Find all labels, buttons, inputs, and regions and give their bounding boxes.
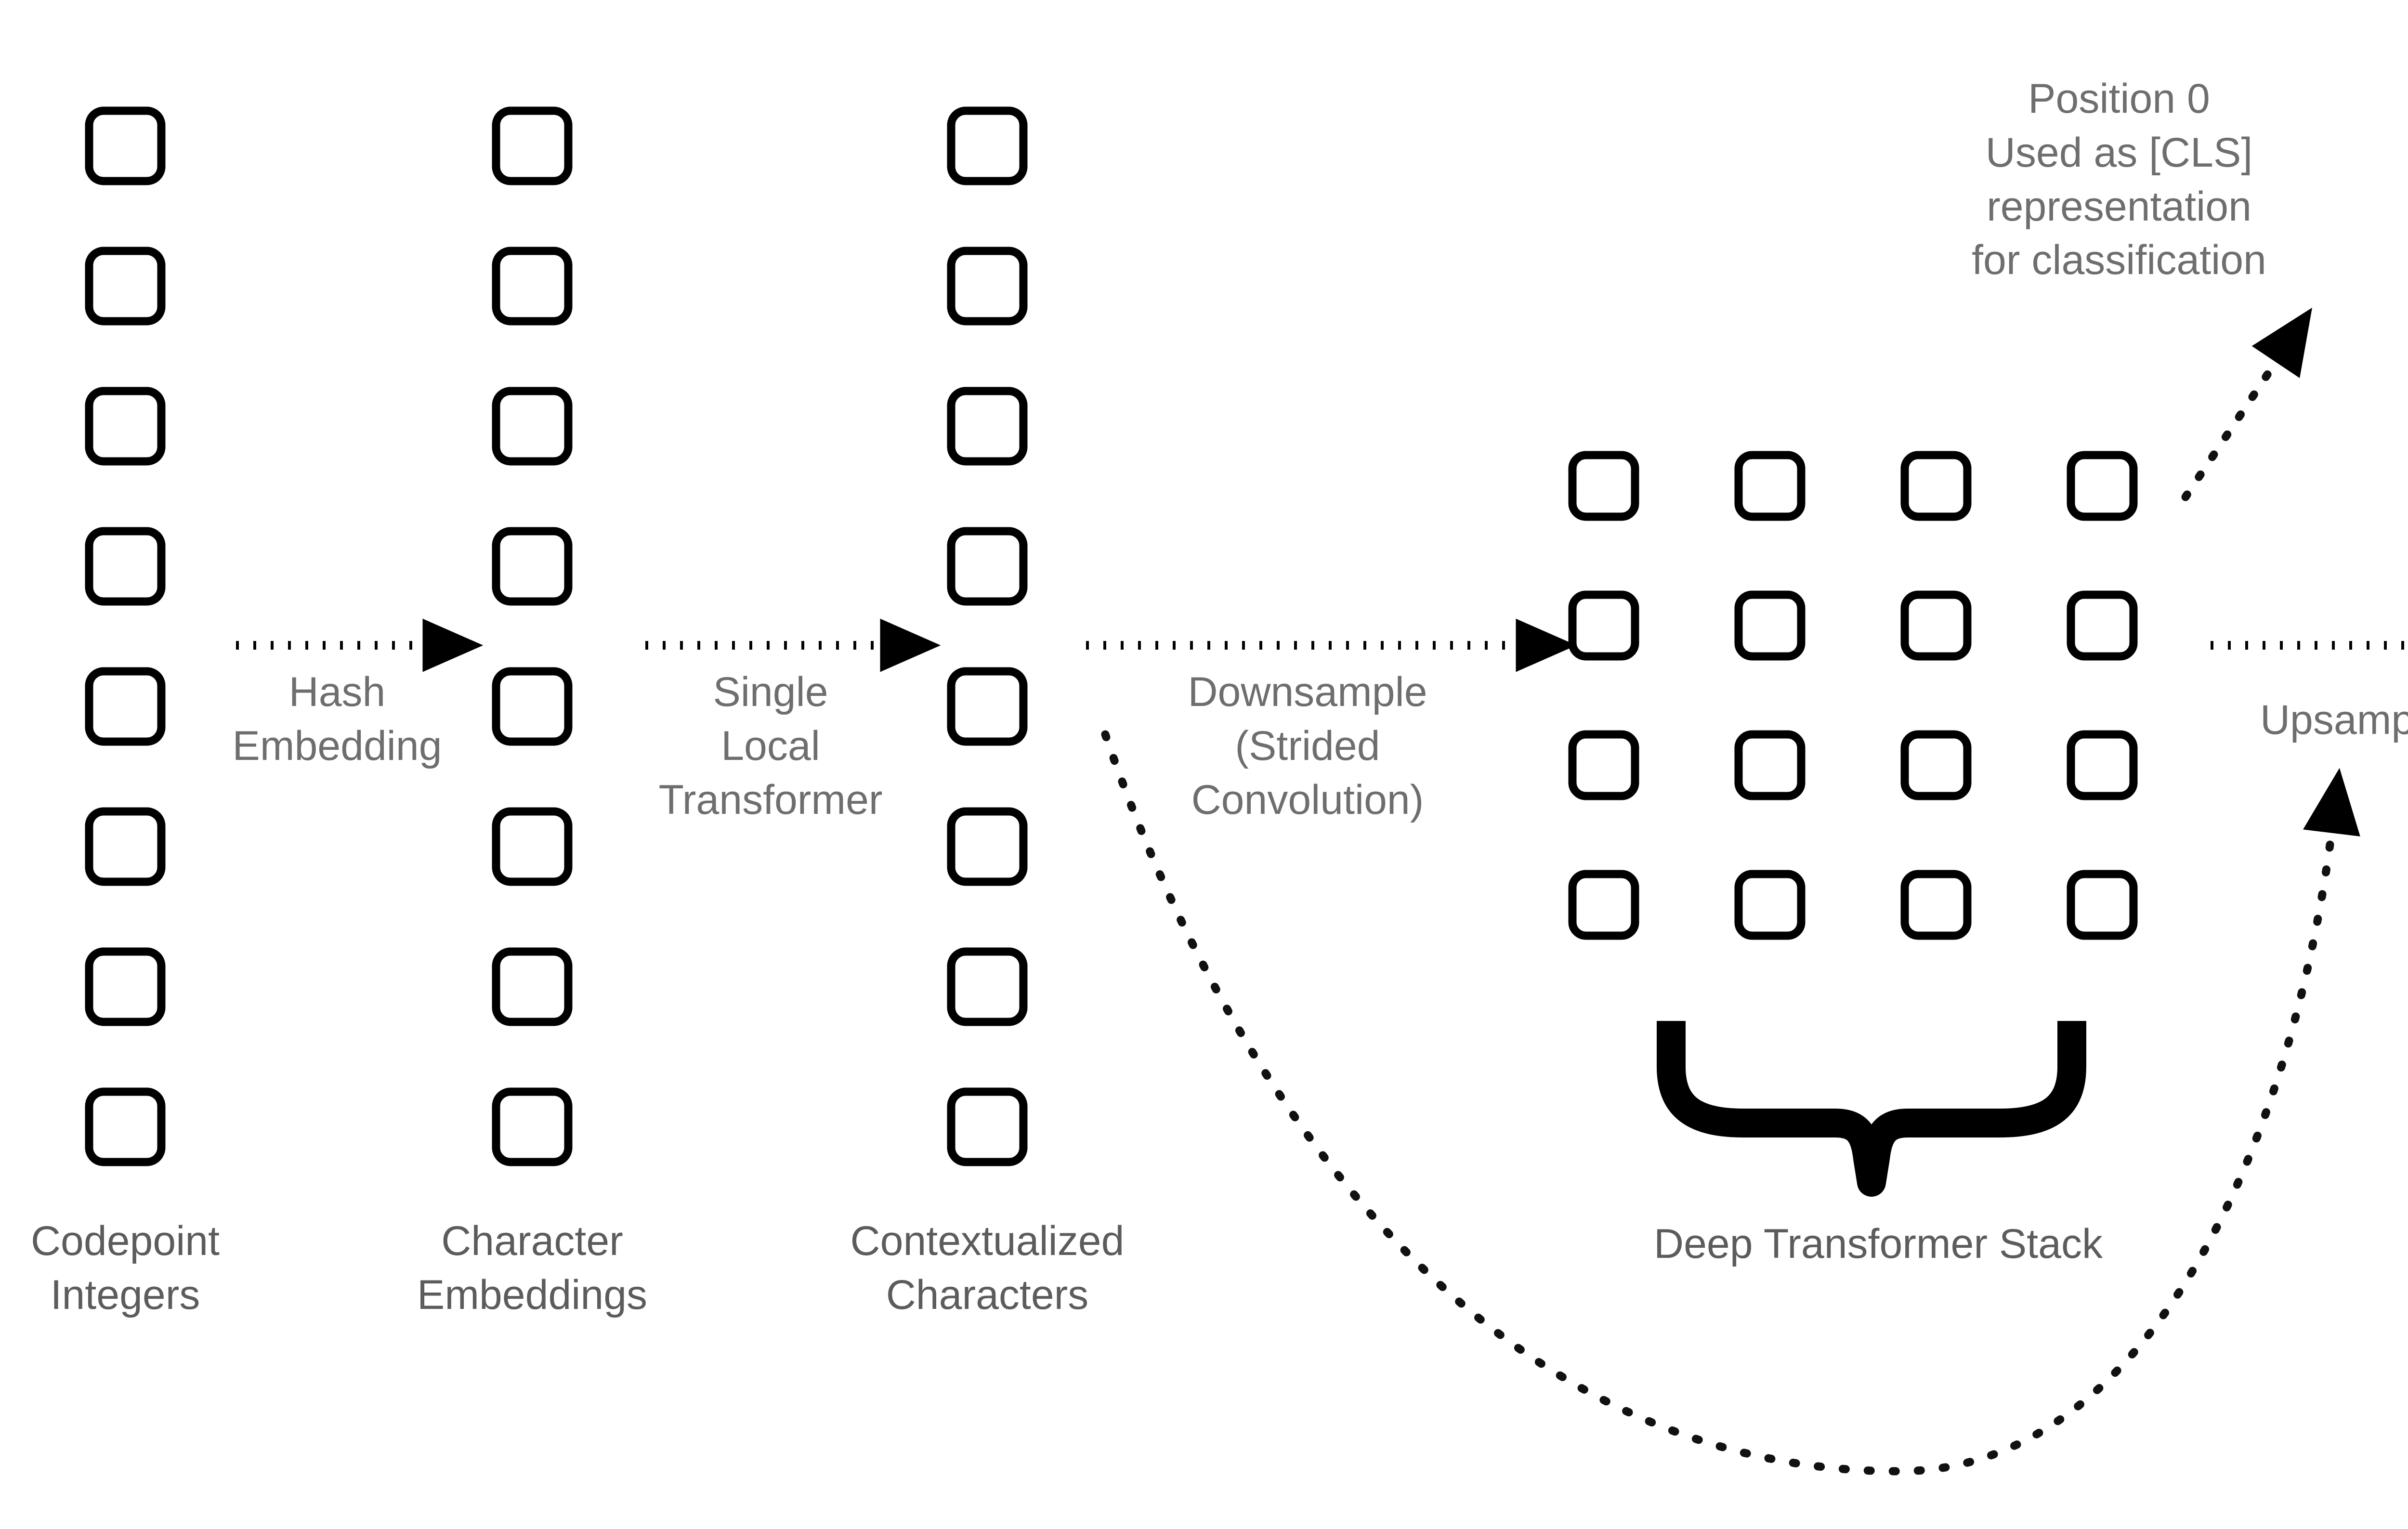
token-box — [492, 807, 573, 886]
token-box — [947, 807, 1028, 886]
token-box — [947, 527, 1028, 606]
token-box — [85, 807, 166, 886]
transformer-cell — [1734, 870, 1806, 940]
arrow-label-hash-embedding: Hash Embedding — [232, 669, 442, 769]
transformer-cell — [1734, 451, 1806, 521]
token-box — [947, 106, 1028, 185]
token-box — [947, 947, 1028, 1026]
token-box — [85, 387, 166, 466]
arrow-label-downsample: Downsample (Strided Convolution) — [1188, 669, 1427, 823]
deep-stack-brace — [1657, 1021, 2086, 1197]
transformer-cell — [1900, 870, 1972, 940]
annotation-cls-note: Position 0 Used as [CLS] representation … — [1972, 76, 2266, 284]
token-box — [85, 1087, 166, 1166]
token-box — [947, 247, 1028, 326]
caption-contextualized-characters: Contextualized Characters — [850, 1218, 1125, 1318]
transformer-cell — [1568, 451, 1639, 521]
transformer-cell — [1568, 730, 1639, 800]
arrow-label-upsampling: Upsampling — [2260, 697, 2408, 743]
residual-skip-connection — [1101, 730, 2360, 1476]
transformer-cell — [1734, 590, 1806, 661]
transformer-cell — [2067, 870, 2138, 940]
token-box — [492, 1087, 573, 1166]
transformer-cell — [1734, 730, 1806, 800]
token-box — [492, 387, 573, 466]
token-box — [492, 947, 573, 1026]
token-box — [85, 247, 166, 326]
token-box — [492, 667, 573, 746]
transformer-cell — [1900, 590, 1972, 661]
transformer-cell — [1900, 451, 1972, 521]
token-box — [85, 667, 166, 746]
transformer-cell — [2067, 451, 2138, 521]
transformer-cell — [2067, 730, 2138, 800]
transformer-cell — [2067, 590, 2138, 661]
token-box — [947, 387, 1028, 466]
token-box-layer — [85, 106, 1028, 1166]
token-box — [492, 247, 573, 326]
transformer-cell — [1568, 870, 1639, 940]
transformer-cell — [1900, 730, 1972, 800]
token-box — [85, 527, 166, 606]
token-box — [947, 667, 1028, 746]
cls-pointer-arrow — [2181, 307, 2312, 501]
token-box — [85, 106, 166, 185]
caption-character-embeddings: Character Embeddings — [417, 1218, 648, 1318]
token-box — [492, 106, 573, 185]
label-deep-transformer-stack: Deep Transformer Stack — [1653, 1221, 2103, 1267]
transformer-grid-layer — [1568, 451, 2138, 940]
token-box — [85, 947, 166, 1026]
caption-codepoint-integers: Codepoint Integers — [30, 1218, 220, 1318]
arrow-label-single-local-transformer: Single Local Transformer — [658, 669, 883, 823]
token-box — [492, 527, 573, 606]
token-box — [947, 1087, 1028, 1166]
transformer-cell — [1568, 590, 1639, 661]
